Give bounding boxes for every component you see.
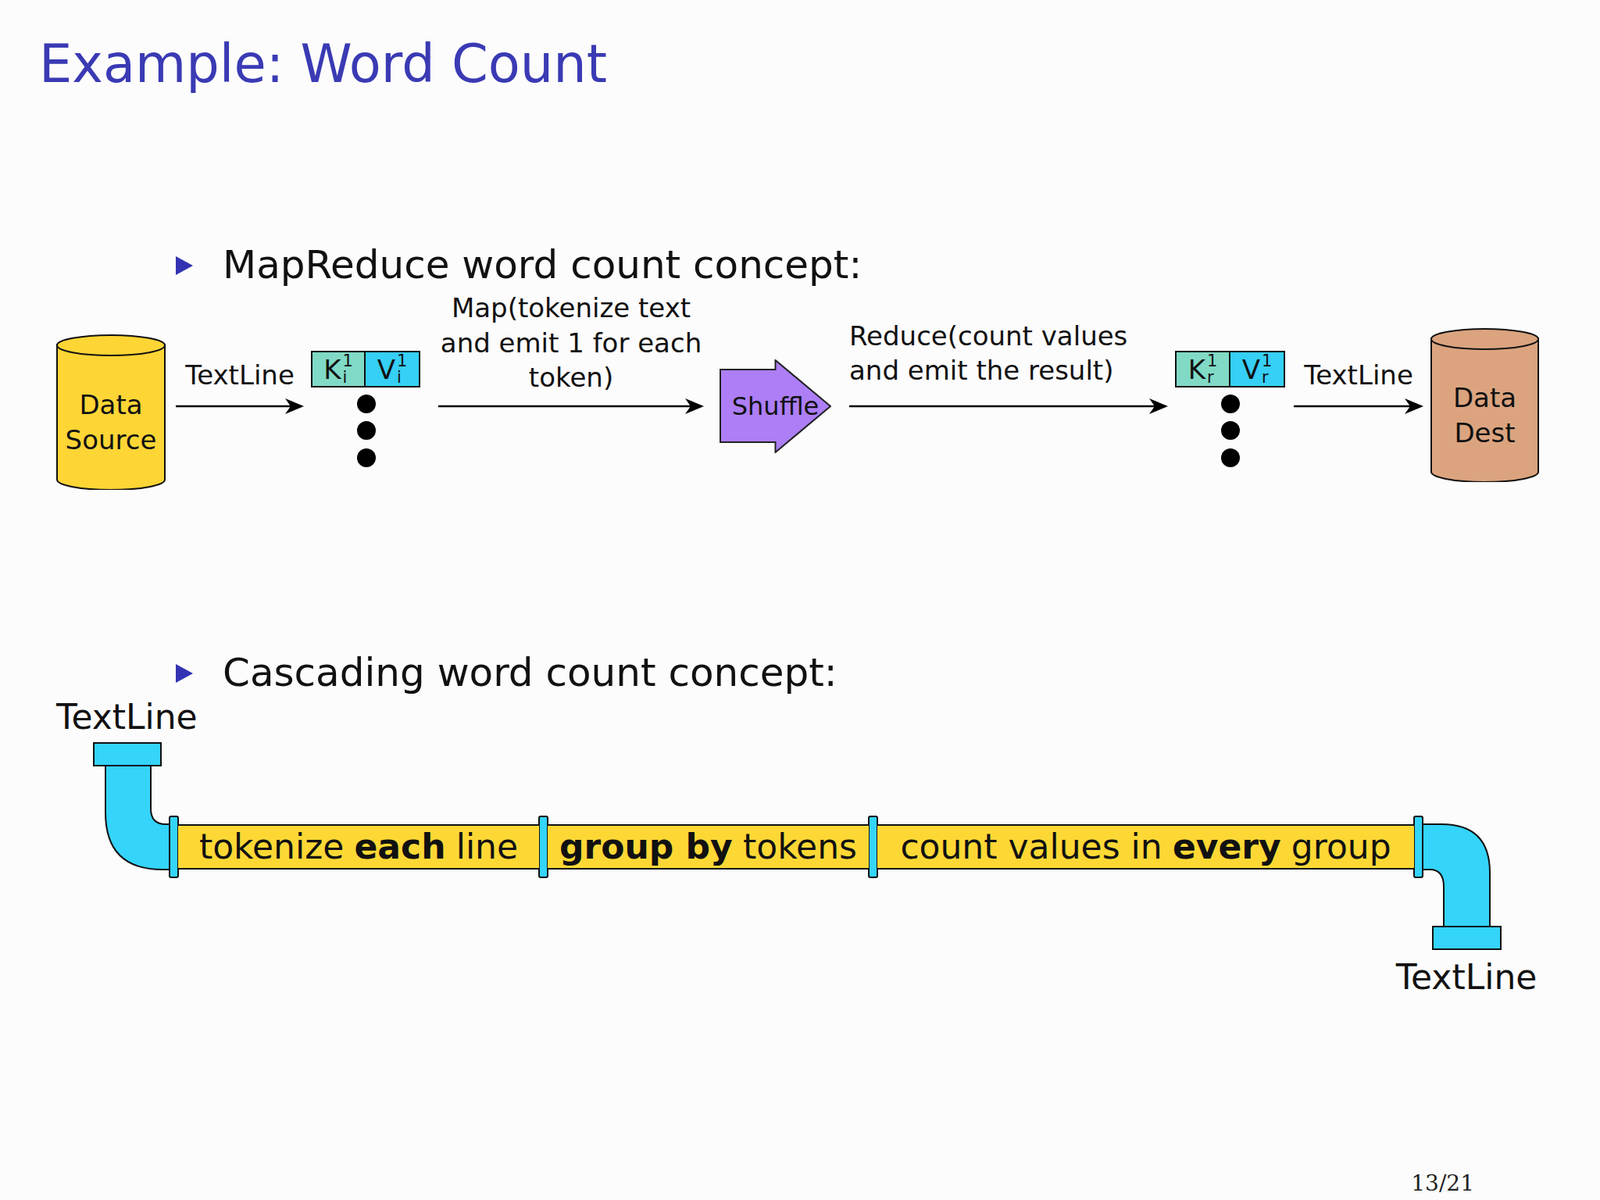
emphasis-word: group by: [559, 826, 733, 867]
subscript: r: [1207, 369, 1215, 386]
emphasis-word: each: [354, 826, 447, 867]
pipe-step: tokens: [742, 826, 858, 867]
variable-letter: V: [377, 356, 396, 383]
shuffle-arrow: Shuffle: [719, 359, 832, 454]
pipe-label: TextLine: [56, 698, 198, 736]
value-cell: V1i: [364, 350, 421, 388]
pipe-flange: [93, 742, 161, 766]
arrow-outline: [720, 360, 831, 453]
text-wrap: group bytokens: [559, 829, 858, 865]
arrow-shaft: [1293, 405, 1411, 408]
script-stack: 1r: [1261, 353, 1272, 386]
text-wrap: Data Dest: [1433, 380, 1536, 450]
variable-letter: K: [1188, 356, 1206, 383]
arrow-shaft: [175, 405, 291, 408]
bullet-heading: Cascading word count concept:: [222, 650, 838, 697]
pipe-step: group: [1291, 826, 1392, 867]
text-wrap: Data Source: [59, 387, 163, 457]
text-wrap: count values ineverygroup: [900, 829, 1391, 865]
pipe-elbow: [105, 765, 170, 870]
pipe-step: tokenize: [199, 826, 344, 867]
script-stack: 1i: [396, 353, 408, 386]
edge-label: Map(tokenize text and emit 1 for each to…: [438, 290, 705, 395]
pipe-segment: group bytokens: [547, 824, 869, 870]
superscript: 1: [1207, 353, 1218, 370]
arrow-shaft: [438, 405, 691, 408]
arrow-head: [685, 398, 704, 415]
data-store-cylinder: Data Source: [56, 334, 166, 490]
text-wrap: V1i: [377, 353, 408, 386]
pipe-elbow: [1422, 824, 1490, 927]
subscript: i: [342, 369, 347, 386]
text-wrap: K1r: [1188, 353, 1218, 386]
flow-arrow: [175, 398, 304, 415]
pipe-label: TextLine: [1396, 958, 1538, 997]
pipe-step: line: [456, 826, 518, 867]
ellipsis-dot: [357, 394, 376, 414]
pipe-coupling: [1414, 816, 1423, 878]
slide-title: Example: Word Count: [39, 35, 608, 94]
pipe-flange: [1432, 926, 1501, 950]
superscript: 1: [396, 353, 408, 370]
text-wrap: V1r: [1242, 353, 1273, 386]
script-stack: 1r: [1207, 353, 1218, 386]
variable-letter: V: [1242, 356, 1261, 383]
edge-label: TextLine: [185, 357, 295, 393]
subscript: i: [396, 369, 402, 386]
emphasis-word: every: [1172, 826, 1282, 867]
ellipsis-dot: [1221, 448, 1240, 468]
subscript: r: [1261, 369, 1269, 386]
bullet-heading: MapReduce word count concept:: [222, 242, 862, 289]
cylinder-body: [57, 344, 165, 490]
text-wrap: Shuffle: [732, 391, 820, 422]
superscript: 1: [342, 353, 353, 370]
key-cell: K1i: [310, 350, 366, 388]
data-store-cylinder: Data Dest: [1430, 328, 1540, 483]
pipe-segment: count values ineverygroup: [877, 824, 1415, 870]
cylinder-top: [1431, 328, 1539, 350]
pipe-coupling: [169, 816, 179, 878]
bullet-triangle: [175, 664, 193, 683]
node-label: Data Source: [65, 389, 158, 455]
pipe-segment: tokenizeeachline: [178, 824, 540, 870]
variable-letter: K: [323, 356, 341, 383]
page-number: 13/21: [1410, 1171, 1475, 1197]
ellipsis-dot: [357, 448, 376, 468]
text-wrap: tokenizeeachline: [199, 829, 518, 865]
cylinder-top: [57, 335, 165, 356]
superscript: 1: [1261, 353, 1272, 370]
key-cell: K1r: [1175, 350, 1231, 388]
node-label: Data Dest: [1453, 382, 1517, 448]
flow-arrow: [1293, 398, 1424, 415]
text-wrap: K1i: [323, 353, 354, 386]
script-stack: 1i: [342, 353, 353, 386]
arrow-head: [1149, 398, 1168, 415]
ellipsis-dot: [1221, 394, 1240, 414]
arrow-shaft: [849, 405, 1155, 408]
ellipsis-dot: [1221, 421, 1240, 440]
arrow-head: [1404, 398, 1424, 415]
edge-label: TextLine: [1303, 357, 1414, 393]
pipe-coupling: [868, 816, 878, 878]
flow-arrow: [849, 398, 1168, 415]
pipe-coupling: [539, 816, 548, 878]
cylinder-body: [1431, 338, 1539, 483]
pipe-step: count values in: [900, 826, 1162, 867]
bullet-triangle: [175, 256, 193, 275]
node-label: Shuffle: [732, 391, 820, 422]
ellipsis-dot: [357, 421, 376, 440]
arrow-head: [285, 398, 304, 415]
flow-arrow: [438, 398, 704, 415]
value-cell: V1r: [1228, 350, 1286, 388]
edge-label: Reduce(count values and emit the result): [849, 318, 1154, 388]
